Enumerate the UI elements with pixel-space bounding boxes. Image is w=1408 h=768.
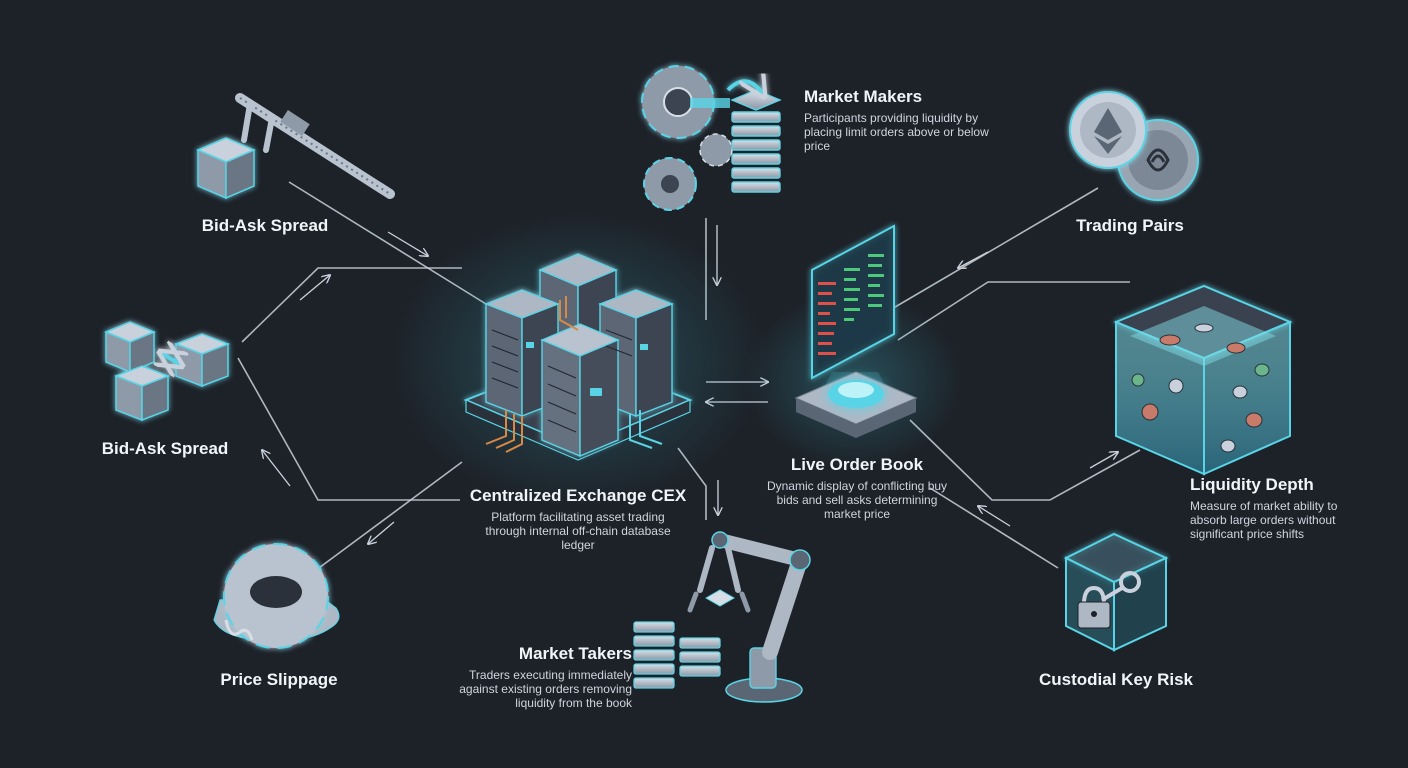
node-description: Traders executing immediately against ex… (459, 668, 632, 710)
node-bid-ask-spread-mid: Bid-Ask Spread (90, 439, 240, 459)
node-description: Measure of market ability to absorb larg… (1190, 499, 1338, 541)
liquidity-tank-icon (1113, 284, 1293, 476)
edge-cex-to-price-slippage (299, 461, 463, 583)
node-description: Dynamic display of conflicting buy bids … (766, 479, 948, 521)
node-title: Custodial Key Risk (1039, 670, 1193, 689)
robotic-arm-icon (633, 531, 811, 703)
node-title: Liquidity Depth (1190, 475, 1314, 494)
edge-cex-to-bid-ask-spread-lower (237, 357, 460, 501)
node-title: Live Order Book (790, 455, 924, 474)
coins-icon (1069, 91, 1199, 201)
node-description: Platform facilitating asset trading thro… (485, 510, 671, 552)
node-live-order-book: Live Order Book Dynamic display of confl… (752, 455, 962, 521)
node-title: Trading Pairs (1076, 216, 1184, 235)
server-cluster-icon (388, 210, 768, 510)
caliper-icon (196, 93, 395, 200)
node-price-slippage: Price Slippage (204, 670, 354, 690)
order-book-hologram-icon (744, 224, 964, 470)
node-cex: Centralized Exchange CEX Platform facili… (468, 486, 688, 552)
node-market-makers: Market Makers Participants providing liq… (804, 87, 1004, 153)
node-custodial-key-risk: Custodial Key Risk (1036, 670, 1196, 690)
node-title: Market Takers (518, 644, 632, 663)
node-title: Bid-Ask Spread (101, 439, 229, 458)
node-description: Participants providing liquidity by plac… (804, 111, 989, 153)
node-bid-ask-spread-top: Bid-Ask Spread (190, 216, 340, 236)
node-title: Price Slippage (220, 670, 338, 689)
edge-bid-ask-spread-mid-to-cex (241, 267, 462, 343)
melting-gear-icon (213, 543, 340, 649)
edge-custodial-to-order-book (929, 487, 1059, 569)
node-title: Bid-Ask Spread (201, 216, 329, 235)
node-liquidity-depth: Liquidity Depth Measure of market abilit… (1190, 475, 1390, 541)
node-market-takers: Market Takers Traders executing immediat… (436, 644, 632, 710)
locked-key-box-icon (1063, 532, 1169, 652)
node-title: Market Makers (804, 87, 923, 106)
node-title: Centralized Exchange CEX (469, 486, 687, 505)
edge-order-book-to-liquidity-lower (909, 419, 1141, 501)
node-trading-pairs: Trading Pairs (1060, 216, 1200, 236)
gears-and-stack-icon (641, 65, 782, 211)
cubes-icon (104, 321, 231, 422)
edge-trading-pairs-to-order-book (889, 187, 1099, 311)
